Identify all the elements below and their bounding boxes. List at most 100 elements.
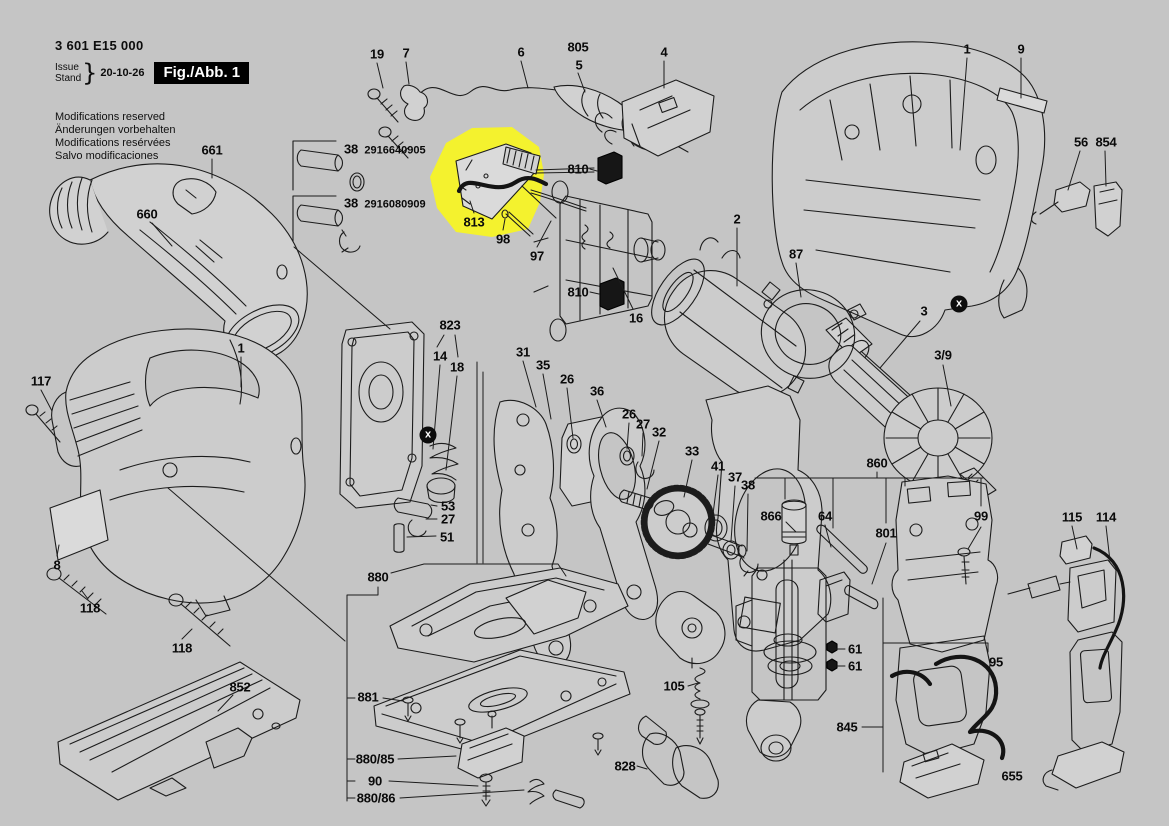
figure-badge: Fig./Abb. 1 <box>154 62 250 84</box>
carbon-brush-bottom <box>599 277 625 311</box>
issue-label-en: Issue <box>55 61 79 73</box>
part-label-41: 41 <box>710 458 726 474</box>
part-label-880: 880 <box>367 569 389 585</box>
note-line: Modifications reserved <box>55 111 166 123</box>
part-label-37: 37 <box>727 469 743 485</box>
gear-drawing <box>566 434 759 577</box>
part-label-105: 105 <box>663 678 685 694</box>
part-label-2: 2 <box>733 211 741 227</box>
part-label-32: 32 <box>651 424 667 440</box>
part-label-87: 87 <box>788 246 804 262</box>
part-label-8: 8 <box>53 557 61 573</box>
base-plate-drawing <box>373 567 631 809</box>
splinter-guard-drawing <box>57 661 301 801</box>
part-label-38: 38 <box>740 477 756 493</box>
leader-lines <box>40 57 1111 802</box>
part-label-19: 19 <box>369 46 385 62</box>
part-label-118: 118 <box>171 640 193 656</box>
lifter-and-levers-drawing <box>637 590 726 799</box>
screws-19-and-clamp-7-drawing <box>367 84 429 159</box>
part-label-823: 823 <box>439 317 461 333</box>
title-block: 3 601 E15 000 Issue Stand } 20-10-26 Fig… <box>55 38 250 163</box>
part-label-881: 881 <box>357 689 379 705</box>
part-label-99: 99 <box>973 508 989 524</box>
part-label-98: 98 <box>495 231 511 247</box>
armature-drawing <box>825 317 997 497</box>
housing-screws-drawing <box>25 404 231 647</box>
part-label-117: 117 <box>30 373 52 389</box>
part-label-26: 26 <box>621 406 637 422</box>
guide-housing-drawing <box>889 475 1006 799</box>
part-label-38: 38 <box>343 141 359 157</box>
part-label-118: 118 <box>79 600 101 616</box>
gasket-plates-drawing <box>493 385 832 666</box>
note-line: Modifications resérvées <box>55 136 171 149</box>
part-label-805: 805 <box>567 39 589 55</box>
part-label-854: 854 <box>1095 134 1117 150</box>
part-label-860: 860 <box>866 455 888 471</box>
part-label-95: 95 <box>988 654 1004 670</box>
part-label-14: 14 <box>432 348 448 364</box>
part-label-115: 115 <box>1061 509 1083 525</box>
carbon-brush-top <box>597 151 623 185</box>
part-label-18: 18 <box>449 359 465 375</box>
part-label-61: 61 <box>847 658 863 674</box>
part-label-27: 27 <box>635 416 651 432</box>
part-label-852: 852 <box>229 679 251 695</box>
switch-drawing <box>594 79 715 157</box>
part-label-828: 828 <box>614 758 636 774</box>
part-label-661: 661 <box>201 142 223 158</box>
part-label-810: 810 <box>567 284 589 300</box>
catalog-part-number: 3 601 E15 000 <box>55 38 144 53</box>
nameplate-strip-drawing <box>996 87 1048 114</box>
part-label-1: 1 <box>237 340 245 356</box>
part-label-64: 64 <box>817 508 833 524</box>
housing-right-drawing <box>771 41 1046 338</box>
part-label-9: 9 <box>1017 41 1025 57</box>
suction-tube-drawing <box>49 163 308 360</box>
part-label-26: 26 <box>559 371 575 387</box>
part-label-2916080909: 2916080909 <box>364 198 426 211</box>
part-label-53: 53 <box>440 498 456 514</box>
part-label-880-85: 880/85 <box>355 751 395 767</box>
housing-left-drawing <box>49 328 306 617</box>
part-label-813: 813 <box>463 214 485 230</box>
part-label-31: 31 <box>515 344 531 360</box>
modification-notes: Modifications reserved Änderungen vorbeh… <box>55 111 249 163</box>
electronics-module-813-drawing <box>455 143 595 237</box>
note-line: Änderungen vorbehalten <box>55 123 176 136</box>
part-label-3-9: 3/9 <box>934 347 952 363</box>
part-label-866: 866 <box>760 508 782 524</box>
part-label-845: 845 <box>836 719 858 735</box>
bearing-flange-drawing <box>760 281 867 394</box>
part-label-61: 61 <box>847 641 863 657</box>
plunger-assembly-drawing <box>735 499 879 762</box>
part-label-6: 6 <box>517 44 525 60</box>
gearbox-drawing <box>339 321 459 553</box>
crossed-circle-marker-icon: x <box>950 295 968 313</box>
note-line: Salvo modificaciones <box>55 149 159 162</box>
part-label-90: 90 <box>367 773 383 789</box>
part-label-3: 3 <box>920 303 928 319</box>
part-label-36: 36 <box>589 383 605 399</box>
brace-glyph: } <box>82 59 98 87</box>
issue-label-de: Stand <box>55 73 82 84</box>
part-label-810: 810 <box>567 161 589 177</box>
part-label-51: 51 <box>439 529 455 545</box>
sticker-8 <box>49 489 109 561</box>
pins-38-drawing <box>292 140 365 253</box>
part-label-880-86: 880/86 <box>356 790 396 806</box>
cover-module-drawing <box>1007 535 1126 791</box>
brush-holder-drawing <box>533 151 666 342</box>
part-label-16: 16 <box>628 310 644 326</box>
part-label-660: 660 <box>136 206 158 222</box>
latch-56-854-drawing <box>1030 181 1123 237</box>
part-label-1: 1 <box>963 41 971 57</box>
part-label-5: 5 <box>575 57 583 73</box>
part-label-7: 7 <box>402 45 410 61</box>
part-label-801: 801 <box>875 525 897 541</box>
part-label-114: 114 <box>1095 509 1117 525</box>
